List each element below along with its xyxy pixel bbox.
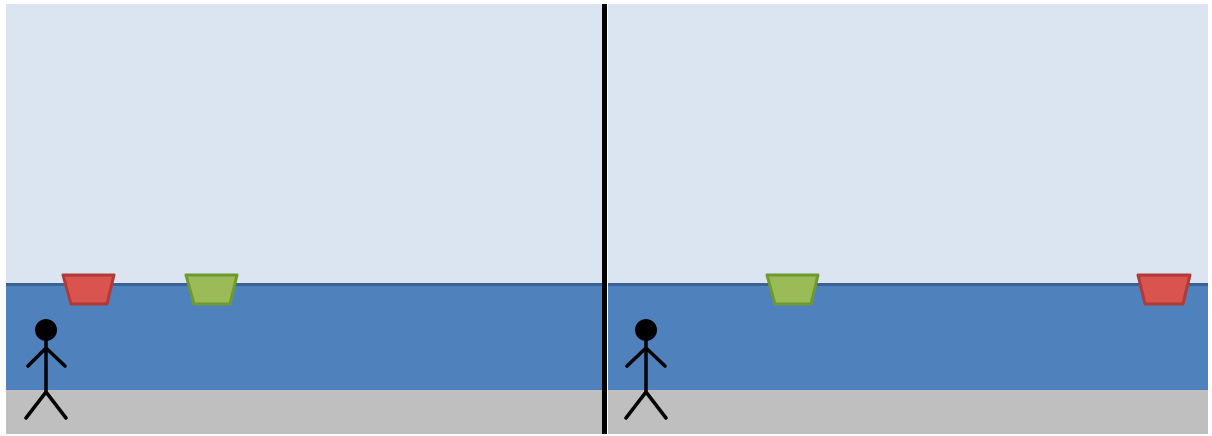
right-panel	[608, 4, 1208, 434]
left-panel	[6, 4, 602, 434]
right-scene-objects	[608, 4, 1208, 434]
stick-figure	[26, 319, 66, 418]
panel-divider	[602, 4, 607, 434]
stick-figure	[626, 319, 666, 418]
red-boat	[63, 275, 114, 304]
green-boat	[186, 275, 237, 304]
green-boat	[767, 275, 818, 304]
left-scene-objects	[6, 4, 602, 434]
red-boat	[1138, 275, 1190, 304]
